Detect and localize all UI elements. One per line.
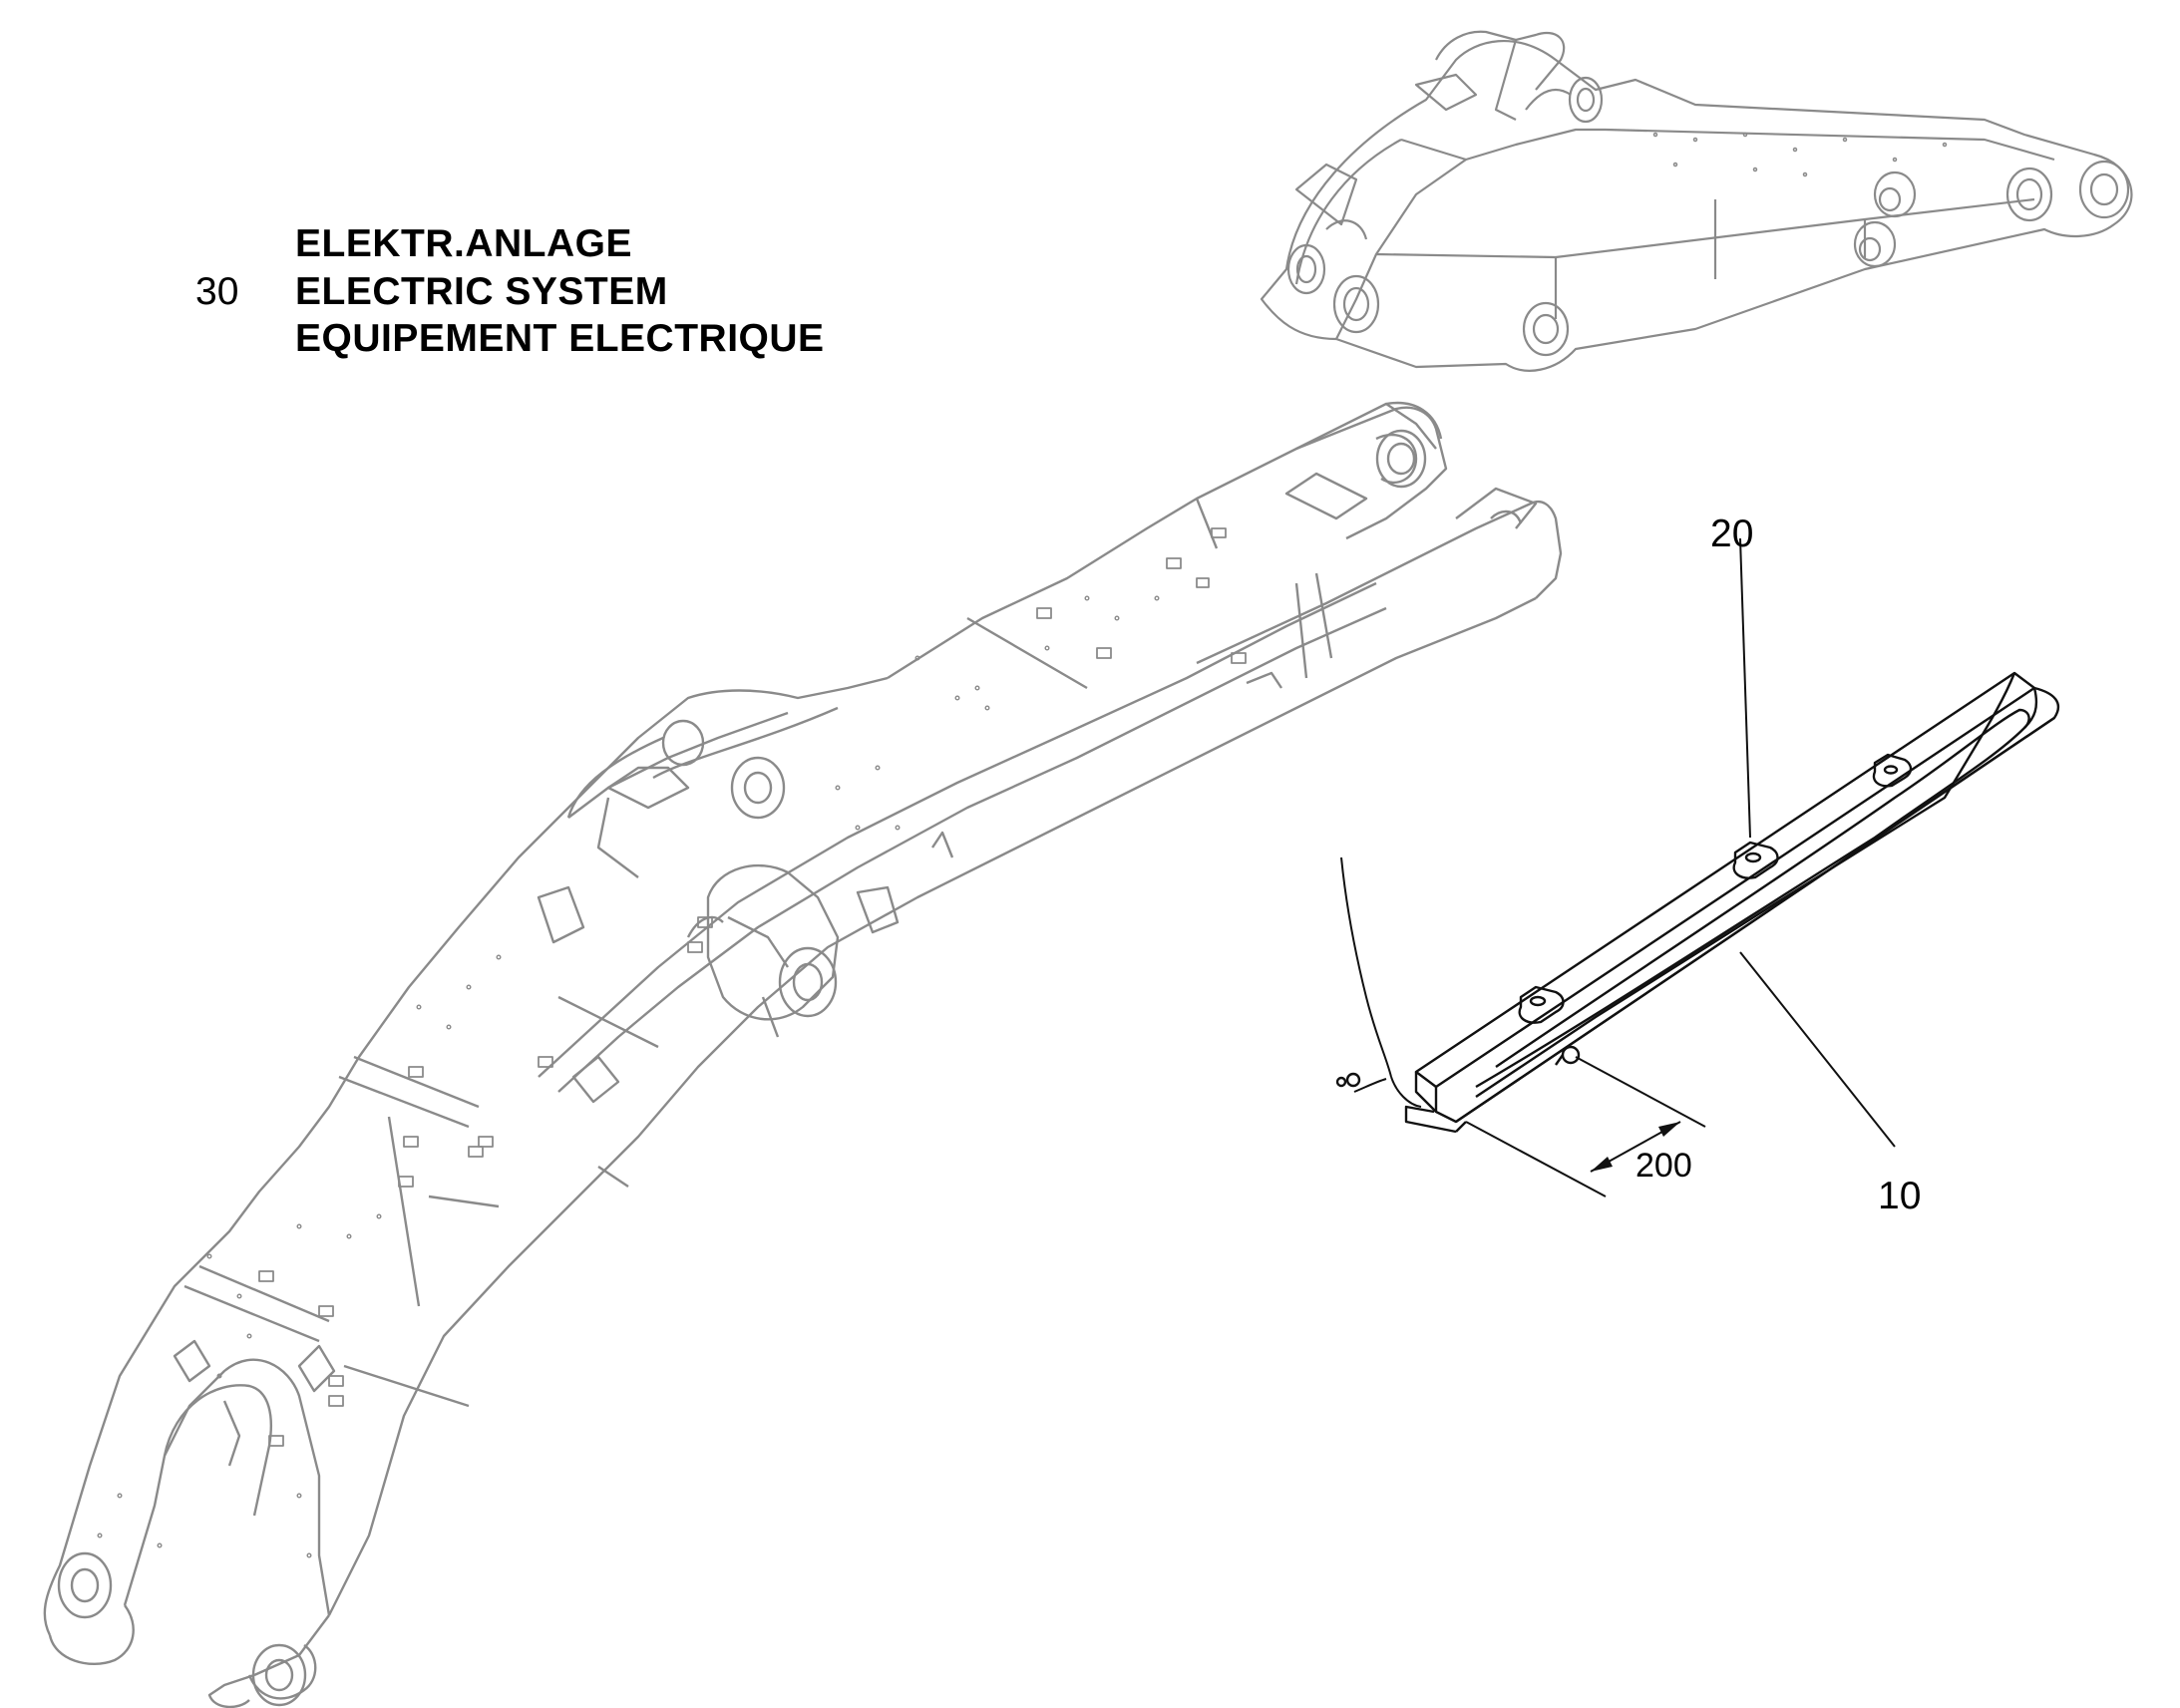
- cable-duct-assembly: [1335, 537, 2060, 1197]
- clamp-group: [1518, 753, 1913, 1024]
- dimension-label: 200: [1635, 1147, 1692, 1185]
- title-french: EQUIPEMENT ELECTRIQUE: [295, 317, 825, 360]
- main-boom-drawing: [43, 401, 1563, 1708]
- group-number: 30: [195, 270, 239, 313]
- overview-boom-drawing: [1260, 30, 2133, 372]
- title-english: ELECTRIC SYSTEM: [295, 270, 668, 313]
- callout-item-10: 10: [1878, 1175, 1922, 1217]
- title-german: ELEKTR.ANLAGE: [295, 222, 632, 265]
- callout-item-20: 20: [1710, 512, 1754, 555]
